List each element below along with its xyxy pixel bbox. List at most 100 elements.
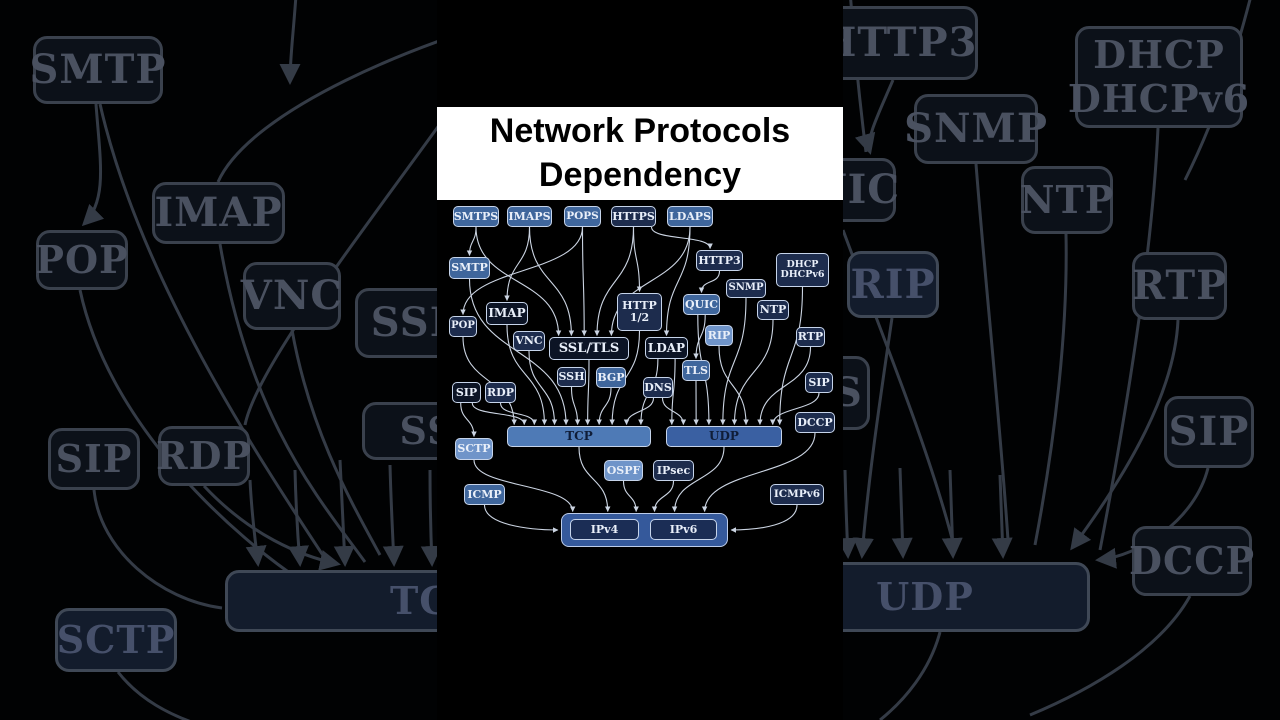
background-node-sip: SIP	[1164, 396, 1254, 468]
background-curve	[1098, 127, 1160, 551]
edge-bgp-to-tcp	[596, 387, 612, 425]
edge-dns-to-tcp	[623, 397, 655, 425]
edge-smtps-to-ssltls	[475, 226, 562, 336]
edge-https-to-ssltls	[594, 226, 635, 336]
node-dhcp: DHCP DHCPv6	[776, 253, 829, 287]
background-curve	[891, 467, 913, 559]
background-curve	[854, 79, 895, 155]
edge-dccp-to-ip	[701, 432, 816, 512]
node-sctp: SCTP	[455, 438, 493, 460]
node-ssh: SSH	[557, 367, 586, 387]
background-curve	[290, 329, 382, 556]
edge-sipl-to-tcp	[471, 402, 528, 425]
background-node-pop: POP	[35, 230, 128, 290]
background-node-tcp: TCP	[225, 570, 437, 632]
node-pop: POP	[449, 316, 477, 337]
edge-http3-to-quic	[698, 270, 721, 293]
background-node-quic: QUIC	[843, 158, 899, 222]
node-dns: DNS	[643, 377, 673, 398]
node-ldaps: LDAPS	[667, 206, 713, 227]
background-node-imap: IMAP	[152, 182, 285, 244]
background-curve	[941, 469, 963, 559]
background-node-vnc: VNC	[241, 262, 342, 330]
node-https: HTTPS	[611, 206, 656, 227]
background-curve	[382, 464, 404, 567]
background-curve	[879, 631, 942, 720]
background-node-rtp: RTP	[1132, 252, 1227, 320]
background-node-udp: UDP	[843, 562, 1090, 632]
background-node-dccp: DCCP	[1129, 526, 1254, 596]
background-curve	[218, 243, 367, 563]
edge-sctp-to-ip	[473, 459, 576, 512]
edge-ldap-to-udp	[669, 358, 676, 425]
title-line-2: Dependency	[538, 155, 742, 194]
background-curve	[245, 479, 267, 567]
node-dccp: DCCP	[795, 412, 835, 433]
edge-imaps-to-ssltls	[528, 226, 575, 336]
edge-quic-to-tls	[693, 314, 706, 359]
background-node-smtp: SMTP	[30, 36, 166, 104]
background-curve	[98, 103, 332, 567]
edge-vnc-to-tcp	[528, 350, 558, 425]
edge-ldaps-to-ldap	[663, 226, 691, 336]
node-icmpv6: ICMPv6	[770, 484, 824, 505]
edge-snmp-to-udp	[720, 297, 747, 425]
node-imaps: IMAPS	[507, 206, 552, 227]
background-curves	[843, 0, 1252, 720]
edge-pops-to-ssltls	[581, 226, 587, 336]
background-curve	[202, 484, 341, 571]
background-node-tls: TLS	[843, 356, 870, 430]
edge-ntp-to-udp	[731, 319, 774, 425]
node-ldap: LDAP	[645, 337, 688, 359]
edge-pops-to-pop	[460, 226, 584, 315]
edge-rdp-to-tcp	[499, 402, 538, 425]
title-line-1: Network Protocols	[489, 111, 791, 150]
edge-dhcp-to-udp	[776, 286, 804, 425]
node-ntp: NTP	[757, 300, 789, 320]
node-icmp: ICMP	[464, 484, 505, 505]
node-ipsec: IPsec	[653, 460, 694, 481]
background-curve	[92, 489, 223, 610]
background-node-ssl/tls: SSL/TLS	[355, 288, 437, 358]
background-curve	[1070, 319, 1180, 551]
node-http3: HTTP3	[696, 250, 743, 271]
edge-smtp-to-tcp	[468, 278, 569, 425]
node-sipl: SIP	[452, 382, 481, 403]
node-quic: QUIC	[683, 294, 720, 315]
background-node-dhcp: DHCP DHCPv6	[1068, 26, 1249, 128]
background-node-ntp: NTP	[1020, 166, 1113, 234]
edge-ssltls-to-tcp	[584, 359, 591, 425]
node-imap: IMAP	[486, 302, 528, 325]
edge-smtps-to-smtp	[466, 226, 477, 256]
background-layer: SMTPIMAPPOPVNCSSL/TLSSSHSIPRDPSCTPTCP	[0, 0, 437, 720]
edge-sipl-to-sctp	[460, 402, 477, 437]
node-vnc: VNC	[513, 331, 545, 351]
node-sipr: SIP	[805, 372, 833, 393]
node-rdp: RDP	[485, 382, 516, 403]
edge-udp-to-ip	[671, 446, 725, 512]
node-http12: HTTP 1/2	[617, 293, 662, 331]
background-node-sctp: SCTP	[55, 608, 177, 672]
background-node-ssh: SSH	[362, 402, 437, 460]
node-bgp: BGP	[596, 367, 626, 388]
node-rtp: RTP	[796, 327, 825, 347]
node-smtps: SMTPS	[453, 206, 499, 227]
node-tcp: TCP	[507, 426, 651, 447]
background-curve	[333, 459, 355, 567]
edge-pop-to-tcp	[462, 336, 517, 425]
background-curve	[843, 469, 858, 559]
background-node-sip: SIP	[48, 428, 140, 490]
background-curve	[420, 469, 437, 567]
background-node-http3: HTTP3	[843, 6, 978, 80]
edge-ipsec-to-ip	[651, 480, 675, 512]
background-curve	[116, 671, 191, 720]
node-smtp: SMTP	[449, 257, 490, 279]
edge-ldaps-to-ssltls	[608, 226, 691, 336]
node-snmp: SNMP	[726, 279, 766, 298]
node-udp: UDP	[666, 426, 782, 447]
edge-ospf-to-ip	[622, 480, 639, 512]
edge-icmp-to-ip	[483, 504, 559, 533]
